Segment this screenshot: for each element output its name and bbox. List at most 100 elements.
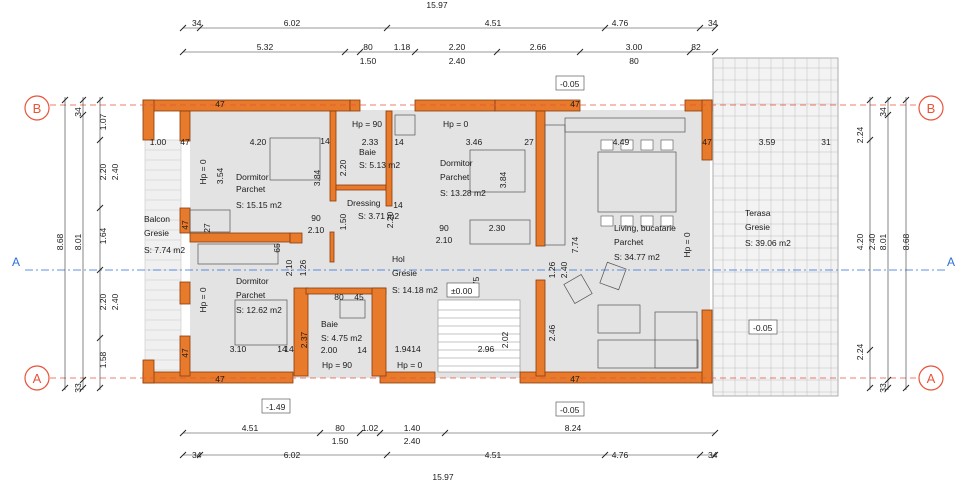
vanity	[339, 299, 366, 319]
dim-left-4: 1.64	[98, 227, 108, 244]
elev-bottom-box	[555, 401, 585, 417]
dimension-tick	[356, 429, 364, 437]
dim-left-outer: 8.68	[55, 233, 65, 250]
dim-right-outer: 8.68	[901, 233, 911, 250]
elev-terrace-box	[748, 319, 778, 335]
bed-1	[269, 137, 321, 181]
dining-chair	[620, 215, 634, 227]
dim-right-small-2: 33	[878, 383, 888, 393]
axis-b-label-right: B	[927, 101, 936, 116]
axis-b-right	[918, 95, 944, 121]
hol-floor: Gresie	[392, 268, 417, 278]
living-d3: 2.46	[547, 324, 557, 341]
wall-8: 27	[202, 223, 212, 233]
wardrobe-1	[189, 209, 231, 233]
dimension-tick	[884, 384, 892, 392]
sofa-chaise	[654, 311, 698, 369]
d1-door: 90	[311, 213, 321, 223]
b2-d1: 80	[334, 292, 344, 302]
wall-9: 14	[277, 344, 287, 354]
hp0-top: Hp = 0	[443, 119, 469, 129]
dim-bot-7: 2.40	[404, 436, 421, 446]
dimension-tick	[316, 429, 324, 437]
living-area: S: 34.77 m2	[614, 252, 660, 262]
b1-wall: 14	[394, 137, 404, 147]
shower	[394, 114, 416, 136]
dimension-tick	[866, 346, 874, 354]
living-name: Living, bucatarie	[614, 223, 676, 233]
dim-right-mid: 8.01	[878, 233, 888, 250]
section-marker-left: A	[12, 255, 20, 269]
dim-left-mid: 8.01	[73, 233, 83, 250]
dim-top-6: 5.32	[257, 42, 274, 52]
dimension-tick	[61, 384, 69, 392]
sofa	[597, 339, 699, 369]
wall-4: 47	[215, 374, 225, 384]
dimension-tick	[493, 48, 501, 56]
dim-top-14: 2.40	[449, 56, 466, 66]
living-d2: 2.40	[559, 261, 569, 278]
balcony-hatch	[144, 139, 182, 373]
dim-bot-9: 6.02	[284, 450, 301, 460]
dim-left-1: 1.07	[98, 113, 108, 130]
dormitor1-floor: Parchet	[236, 184, 266, 194]
hp90-bottom: Hp = 90	[322, 360, 352, 370]
balcon-area: S: 7.74 m2	[144, 245, 185, 255]
balcon-name: Balcon	[144, 214, 170, 224]
elev-0: ±0.00	[451, 286, 472, 296]
dim-top-2: 6.02	[284, 18, 301, 28]
dimension-tick	[601, 24, 609, 32]
dim-left-small-2: 33	[73, 383, 83, 393]
dimension-tick	[79, 384, 87, 392]
interior-dimensions: 4.20 3.54 3.84 14 90 2.10 3.46 3.84 27 9…	[150, 99, 831, 384]
dimension-tick	[383, 451, 391, 459]
dimension-tick	[196, 24, 204, 32]
living-width: 4.49	[613, 137, 630, 147]
dim-bot-8: 34	[192, 450, 202, 460]
armchair-1	[563, 273, 593, 305]
dim-right-3: 2.40	[867, 233, 877, 250]
dimension-tick	[383, 24, 391, 32]
axis-b-left	[24, 95, 50, 121]
dim-bot-4: 1.40	[404, 423, 421, 433]
dim-top-10: 2.66	[530, 42, 547, 52]
hol-d4: 2.02	[500, 331, 510, 348]
dimension-ticks	[61, 24, 910, 459]
terrace-width: 3.59	[759, 137, 776, 147]
dimension-tick	[179, 451, 187, 459]
walls	[142, 99, 713, 384]
left-dimensions: 8.68 8.01 34 33 1.07 2.20 2.40 1.64 2.20…	[55, 107, 120, 393]
dimension-tick	[79, 376, 87, 384]
wall-5: 47	[570, 374, 580, 384]
dimension-tick	[902, 384, 910, 392]
dim-top-11: 3.00	[626, 42, 643, 52]
dimension-tick	[96, 384, 104, 392]
dimension-tick	[96, 204, 104, 212]
living-floor: Parchet	[614, 237, 644, 247]
dimension-tick	[576, 48, 584, 56]
dim-left-6: 2.40	[110, 293, 120, 310]
dimension-tick	[61, 96, 69, 104]
axis-a-right	[918, 365, 944, 391]
level-markers: Hp = 90 Hp = 0 Hp = 0 Hp = 0 Hp = 0 Hp =…	[198, 75, 778, 417]
dining-chair	[660, 139, 674, 151]
dining-chair	[600, 215, 614, 227]
dimension-tick	[96, 136, 104, 144]
terrace-edge: 31	[821, 137, 831, 147]
b1-width: 2.33	[362, 137, 379, 147]
dim-bot-3: 1.02	[362, 423, 379, 433]
dimension-tick	[411, 48, 419, 56]
dim-right-2: 4.20	[855, 233, 865, 250]
dormitor1-name: Dormitor	[236, 172, 269, 182]
elev-low: -1.49	[266, 402, 286, 412]
wardrobe-3	[197, 243, 279, 265]
axis-lines	[50, 104, 920, 379]
staircase	[437, 299, 521, 373]
d3-doorh: 2.10	[284, 259, 294, 276]
b2-height: 2.37	[299, 331, 309, 348]
wall-2: 47	[570, 99, 580, 109]
dining-chair	[640, 139, 654, 151]
dim-left-2: 2.20	[98, 163, 108, 180]
dim-left-5: 2.20	[98, 293, 108, 310]
top-dimensions: 15.97 34 6.02 4.51 4.76 34 5.32 80 1.18 …	[192, 0, 718, 66]
